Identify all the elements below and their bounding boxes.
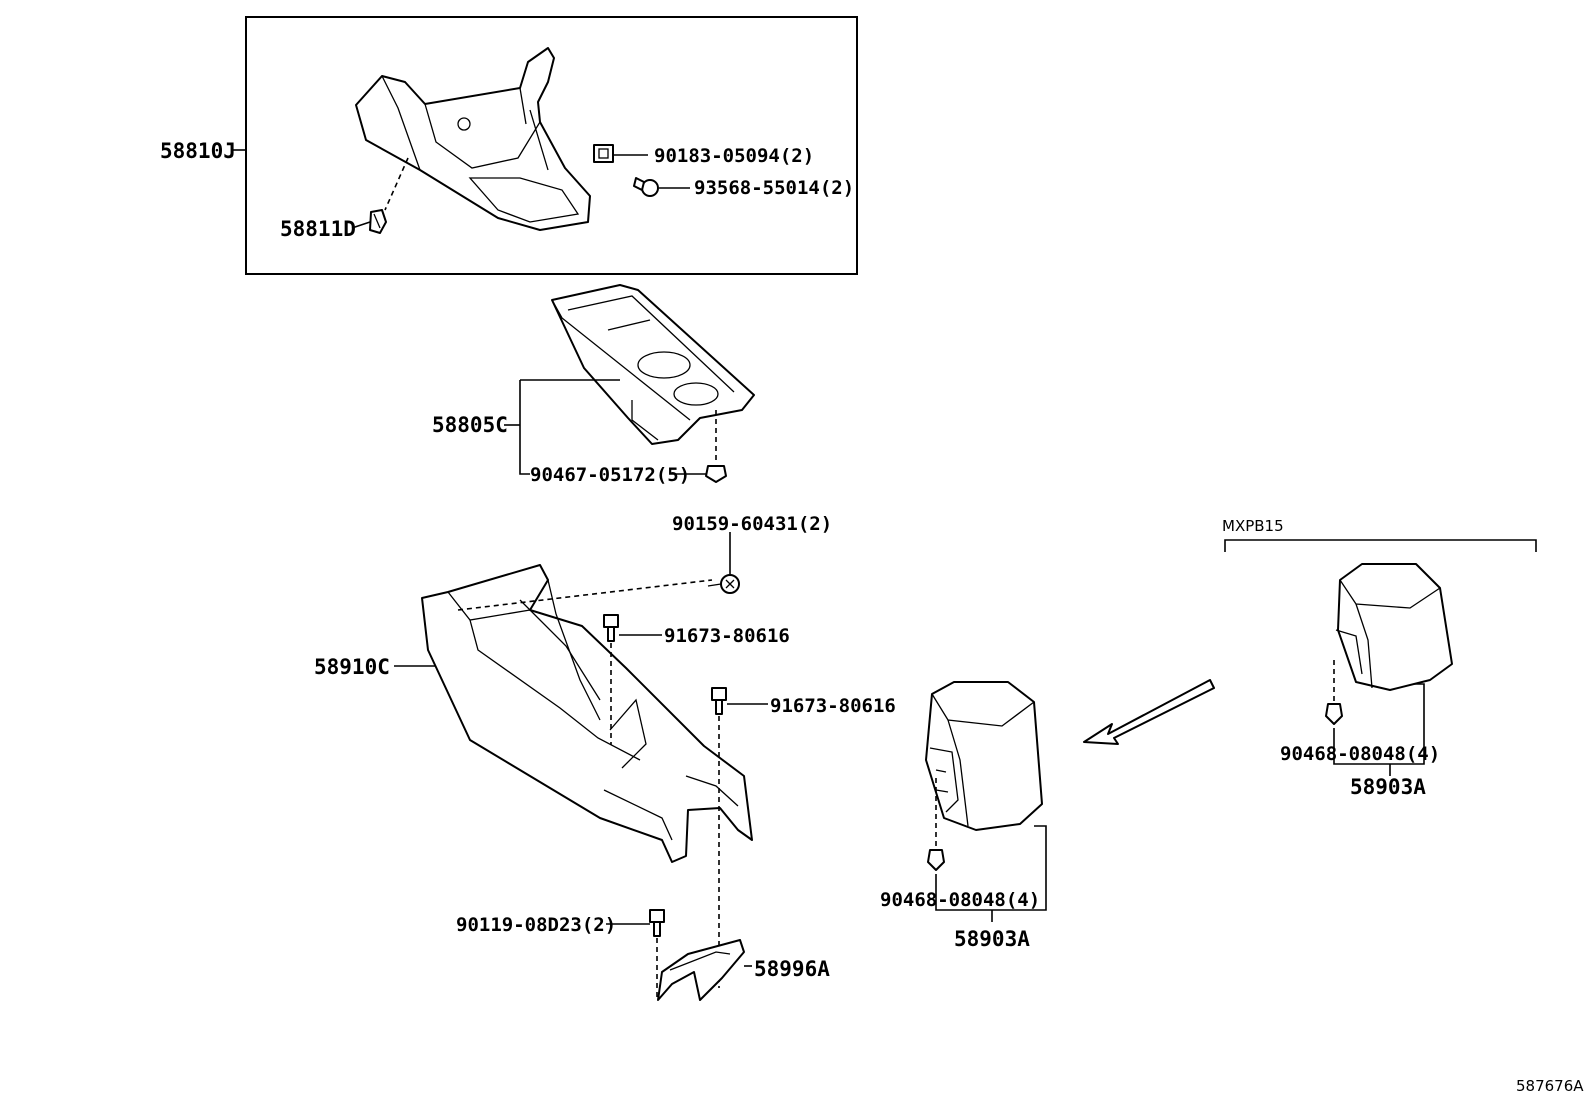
label-90119: 90119-08D23(2) bbox=[456, 914, 616, 936]
leader-58903A-left bbox=[935, 825, 1047, 911]
label-58996A: 58996A bbox=[754, 957, 830, 981]
label-91673-b: 91673-80616 bbox=[770, 695, 896, 717]
clip-90467 bbox=[705, 465, 727, 483]
upper-panel-58810J bbox=[355, 47, 591, 231]
label-90467: 90467-05172(5) bbox=[530, 464, 690, 486]
label-variant-MXPB15: MXPB15 bbox=[1222, 517, 1284, 535]
console-58910C bbox=[421, 564, 753, 863]
label-90468-left: 90468-08048(4) bbox=[880, 889, 1040, 911]
bolt-90159-dash bbox=[457, 579, 713, 611]
sub-assembly-box bbox=[245, 16, 858, 275]
label-58903A-left: 58903A bbox=[954, 927, 1030, 951]
diagram-id: 587676A bbox=[1516, 1077, 1584, 1095]
screw-93568 bbox=[633, 177, 659, 197]
variant-bracket bbox=[1224, 539, 1537, 552]
label-58903A-right: 58903A bbox=[1350, 775, 1426, 799]
bolt-90119 bbox=[649, 909, 665, 937]
label-58810J: 58810J bbox=[160, 139, 236, 163]
label-93568: 93568-55014(2) bbox=[694, 177, 854, 199]
label-58805C: 58805C bbox=[432, 413, 508, 437]
nut-90183 bbox=[593, 144, 614, 163]
label-90159: 90159-60431(2) bbox=[672, 513, 832, 535]
label-58910C: 58910C bbox=[314, 655, 390, 679]
direction-arrow bbox=[1083, 679, 1215, 745]
label-90468-right: 90468-08048(4) bbox=[1280, 743, 1440, 765]
label-90183: 90183-05094(2) bbox=[654, 145, 814, 167]
bolt-91673-a bbox=[603, 614, 619, 642]
bolt-91673-b bbox=[711, 687, 727, 715]
label-91673-a: 91673-80616 bbox=[664, 625, 790, 647]
console-box-58903A-right bbox=[1335, 563, 1453, 691]
clip-58811D-dash bbox=[384, 157, 409, 211]
label-58811D: 58811D bbox=[280, 217, 356, 241]
leader-58805C-bracket bbox=[519, 379, 620, 475]
clip-90468-left bbox=[927, 849, 945, 871]
clip-90468-right bbox=[1325, 703, 1343, 725]
console-box-58903A-left bbox=[925, 681, 1043, 831]
bolt-90159 bbox=[707, 574, 740, 594]
leader-58903A-right bbox=[1333, 683, 1425, 765]
cupholder-58805C bbox=[551, 284, 755, 445]
clip-58811D bbox=[369, 209, 387, 234]
bracket-58996A bbox=[657, 939, 745, 1001]
